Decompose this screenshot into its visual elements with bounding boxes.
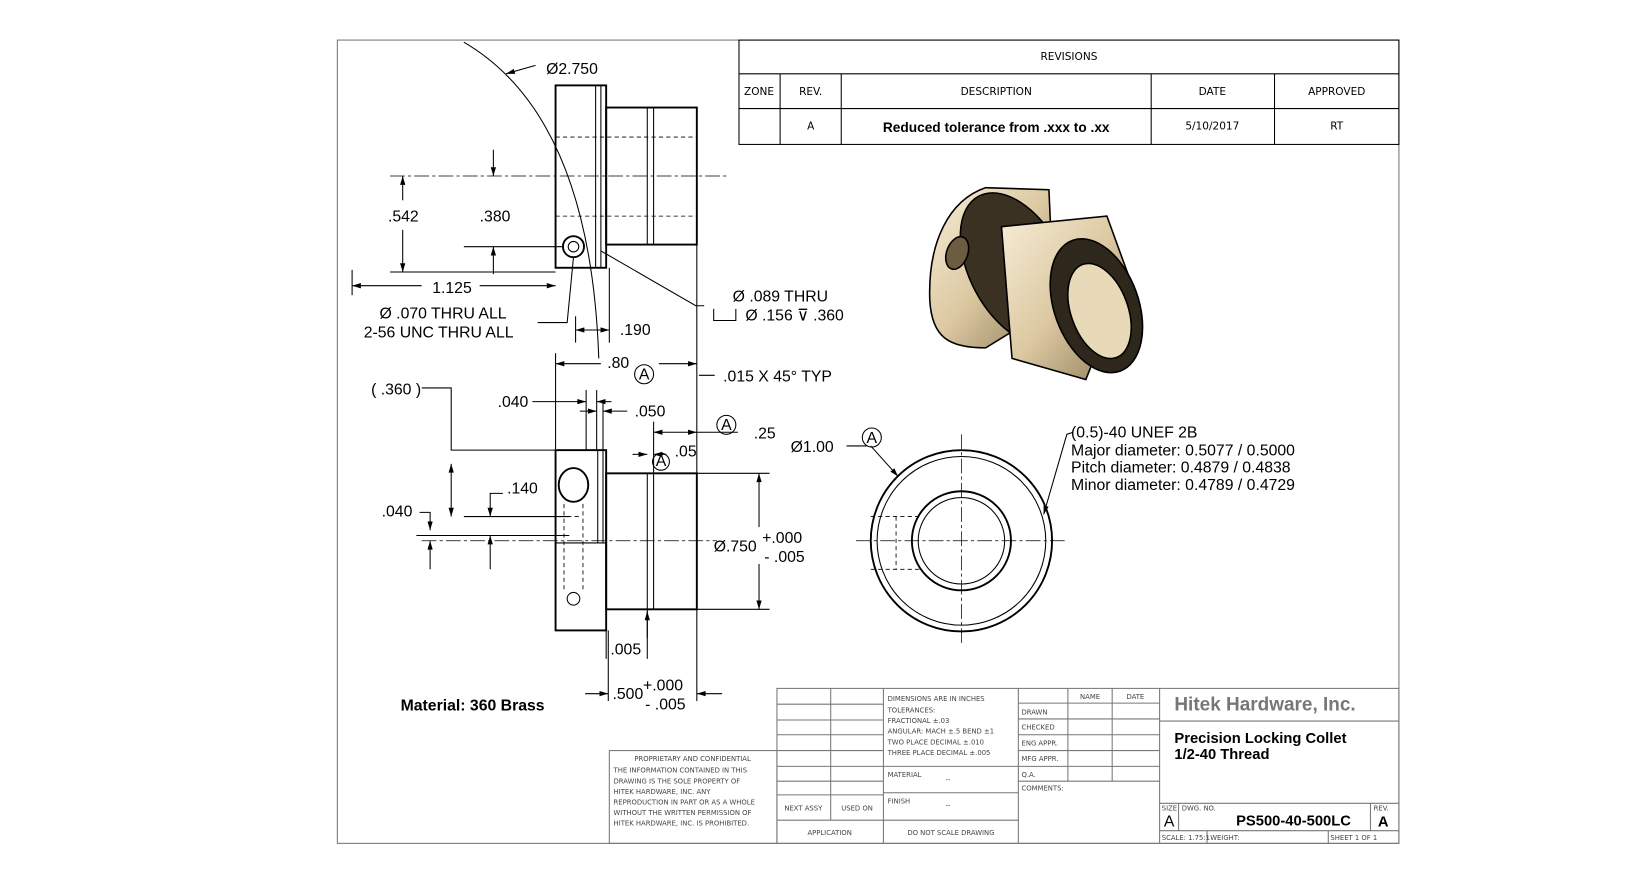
finish-label: FINISH bbox=[888, 797, 911, 805]
tolerance-line: TWO PLACE DECIMAL ±.010 bbox=[887, 738, 984, 746]
outer-diameter-arc bbox=[463, 41, 600, 359]
drawing-number: PS500-40-500LC bbox=[1236, 813, 1351, 829]
svg-text:A: A bbox=[639, 367, 650, 384]
tolerance-line: FRACTIONAL ±.03 bbox=[888, 717, 950, 725]
rev-approved: RT bbox=[1330, 121, 1344, 133]
thread-note-1: (0.5)-40 UNEF 2B bbox=[1071, 424, 1197, 441]
tolerance-line: DIMENSIONS ARE IN INCHES bbox=[888, 695, 985, 703]
thread-note-4: Minor diameter: 0.4789 / 0.4729 bbox=[1071, 477, 1295, 494]
dim-dia-100: Ø1.00 bbox=[791, 439, 834, 456]
dim-542: .542 bbox=[388, 208, 419, 225]
dim-040-b: .040 bbox=[382, 504, 413, 521]
front-view: ( .360 ) .040 .050 A .25 A .05 .140 .040… bbox=[371, 381, 805, 714]
proprietary-line: WITHOUT THE WRITTEN PERMISSION OF bbox=[614, 809, 752, 817]
cbore-note-2: Ø .156 ⊽ .360 bbox=[745, 307, 844, 324]
svg-text:A: A bbox=[656, 453, 667, 470]
thread-note-3: Pitch diameter: 0.4879 / 0.4838 bbox=[1071, 459, 1291, 476]
datum-a-4 bbox=[861, 427, 882, 448]
role-eng-appr: ENG APPR. bbox=[1022, 739, 1059, 747]
proprietary-line: HITEK HARDWARE, INC. IS PROHIBITED. bbox=[614, 819, 750, 827]
dim-005: .005 bbox=[610, 642, 641, 659]
col-description: DESCRIPTION bbox=[961, 86, 1032, 98]
isometric-render bbox=[928, 186, 1144, 381]
dim-1125: 1.125 bbox=[432, 280, 472, 297]
proprietary-line: DRAWING IS THE SOLE PROPERTY OF bbox=[614, 777, 741, 785]
svg-text:A: A bbox=[867, 430, 878, 447]
dim-360-ref: ( .360 ) bbox=[371, 381, 421, 398]
datum-a-3 bbox=[652, 452, 670, 471]
dim-050: .050 bbox=[635, 403, 666, 420]
dim-25: .25 bbox=[754, 426, 776, 443]
rev-value: A bbox=[807, 121, 815, 133]
material-value: -- bbox=[946, 776, 951, 784]
tolerance-line: ANGULAR: MACH ±.5 BEND ±1 bbox=[888, 728, 994, 736]
application-label: APPLICATION bbox=[807, 829, 851, 837]
sheet: SHEET 1 OF 1 bbox=[1330, 834, 1377, 842]
tol-minus-500: - .005 bbox=[645, 696, 686, 713]
tolerance-line: THREE PLACE DECIMAL ±.005 bbox=[887, 749, 991, 757]
role-mfg-appr: MFG APPR. bbox=[1022, 755, 1059, 763]
rev-value: A bbox=[1378, 814, 1389, 830]
proprietary-line: REPRODUCTION IN PART OR AS A WHOLE bbox=[614, 798, 755, 806]
comments-label: COMMENTS: bbox=[1022, 785, 1064, 793]
role-drawn: DRAWN bbox=[1022, 709, 1048, 717]
datum-a-1 bbox=[634, 364, 655, 385]
end-view: Ø1.00 A (0.5)-40 UNEF 2B Major diameter:… bbox=[791, 424, 1295, 646]
chamfer-note: .015 X 45° TYP bbox=[723, 369, 832, 386]
size-value: A bbox=[1164, 813, 1175, 830]
col-rev: REV. bbox=[799, 86, 822, 98]
cbore-note-1: Ø .089 THRU bbox=[733, 289, 828, 306]
dim-dia-2750: Ø2.750 bbox=[546, 61, 598, 78]
dim-140: .140 bbox=[507, 480, 538, 497]
tolerance-line: TOLERANCES: bbox=[887, 707, 936, 715]
tol-plus-500: +.000 bbox=[643, 678, 683, 695]
drawing-title-2: 1/2-40 Thread bbox=[1174, 747, 1269, 763]
date-header: DATE bbox=[1126, 693, 1144, 701]
top-view: Ø2.750 .542 .380 1.125 Ø .070 THRU ALL 2… bbox=[351, 41, 844, 475]
revisions-table: REVISIONS ZONE REV. DESCRIPTION DATE APP… bbox=[738, 39, 1400, 145]
svg-text:A: A bbox=[721, 417, 732, 434]
col-zone: ZONE bbox=[744, 86, 774, 98]
dim-500: .500 bbox=[612, 686, 643, 703]
thread-note-2: Major diameter: 0.5077 / 0.5000 bbox=[1071, 442, 1295, 459]
col-date: DATE bbox=[1199, 86, 1226, 98]
rev-label: REV. bbox=[1374, 805, 1389, 813]
hole-note-1: Ø .070 THRU ALL bbox=[380, 305, 507, 322]
datum-a-2 bbox=[716, 414, 737, 435]
dim-dia-750: Ø.750 bbox=[714, 538, 757, 555]
material-label: MATERIAL bbox=[888, 771, 922, 779]
company-name: Hitek Hardware, Inc. bbox=[1174, 695, 1355, 716]
dim-040-a: .040 bbox=[498, 394, 529, 411]
dim-05: .05 bbox=[675, 443, 697, 460]
dim-190: .190 bbox=[620, 322, 651, 339]
proprietary-line: THE INFORMATION CONTAINED IN THIS bbox=[613, 767, 748, 775]
size-label: SIZE bbox=[1162, 805, 1177, 813]
material-note: Material: 360 Brass bbox=[401, 698, 545, 715]
drawing-title-1: Precision Locking Collet bbox=[1174, 731, 1346, 747]
hole-note-2: 2-56 UNC THRU ALL bbox=[364, 324, 514, 341]
proprietary-line: HITEK HARDWARE, INC. ANY bbox=[614, 788, 712, 796]
dim-380: .380 bbox=[480, 208, 511, 225]
next-assy-label: NEXT ASSY bbox=[784, 805, 823, 813]
dim-80: .80 bbox=[607, 355, 629, 372]
proprietary-title: PROPRIETARY AND CONFIDENTIAL bbox=[634, 755, 751, 763]
revisions-title: REVISIONS bbox=[1040, 51, 1097, 63]
weight: WEIGHT: bbox=[1210, 834, 1239, 842]
finish-value: -- bbox=[946, 802, 951, 810]
rev-date: 5/10/2017 bbox=[1185, 121, 1239, 133]
do-not-scale: DO NOT SCALE DRAWING bbox=[907, 829, 994, 837]
name-header: NAME bbox=[1080, 693, 1100, 701]
dwg-no-label: DWG. NO. bbox=[1182, 805, 1216, 813]
title-block: PROPRIETARY AND CONFIDENTIAL THE INFORMA… bbox=[608, 687, 1400, 844]
tol-plus-750: +.000 bbox=[762, 530, 802, 547]
used-on-label: USED ON bbox=[841, 805, 873, 813]
scale: SCALE: 1.75:1 bbox=[1162, 834, 1210, 842]
rev-description: Reduced tolerance from .xxx to .xx bbox=[883, 120, 1110, 135]
role-checked: CHECKED bbox=[1022, 724, 1055, 732]
role-qa: Q.A. bbox=[1022, 771, 1036, 779]
col-approved: APPROVED bbox=[1308, 86, 1365, 98]
tol-minus-750: - .005 bbox=[764, 549, 805, 566]
